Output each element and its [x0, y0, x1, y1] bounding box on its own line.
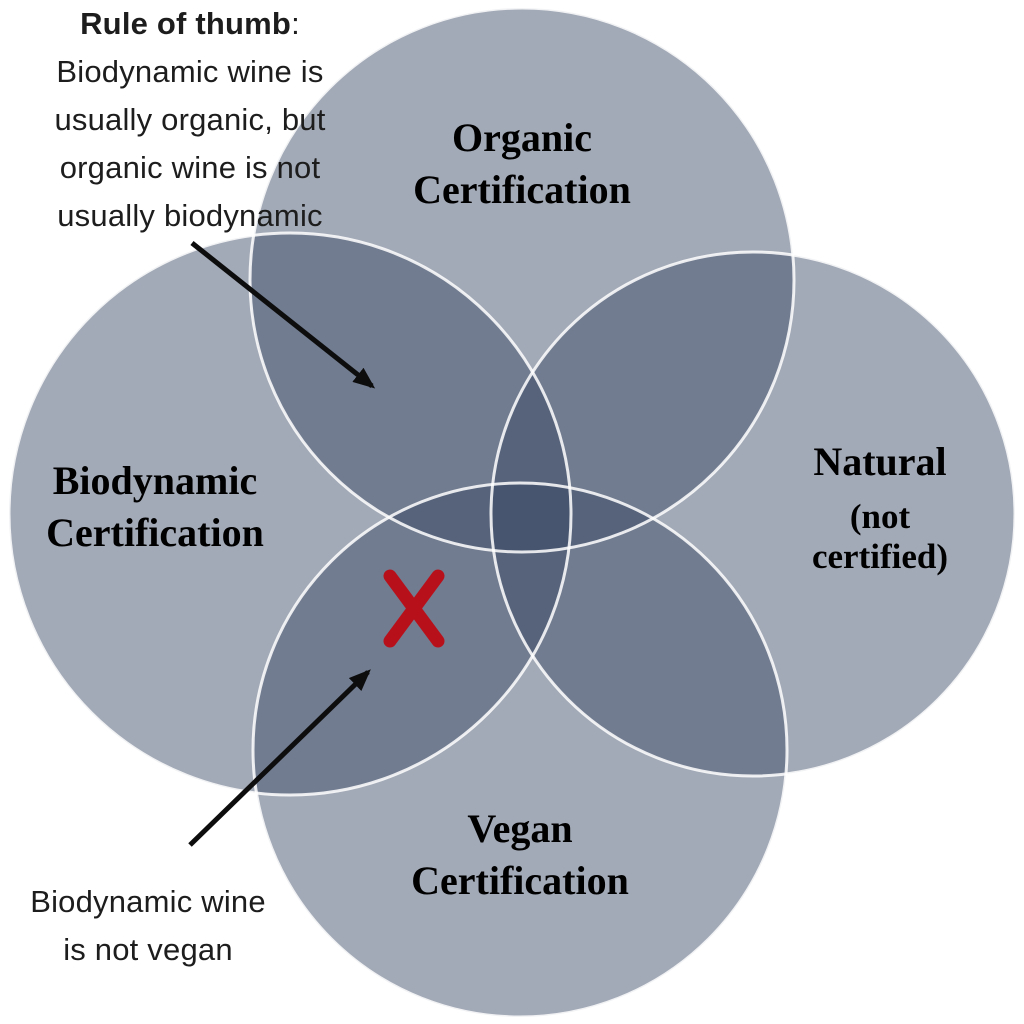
rule-of-thumb-colon: : — [291, 6, 300, 41]
rule-annotation-line: usually organic, but — [54, 102, 326, 137]
natural-label-line: Natural — [813, 439, 947, 484]
organic-circle-outline — [248, 6, 796, 554]
biodynamic-label-line: Certification — [46, 510, 264, 555]
biodynamic-label-line: Biodynamic — [52, 458, 258, 503]
natural-circle-outline — [489, 250, 1017, 778]
not-vegan-annotation: Biodynamic wine is not vegan — [0, 878, 296, 974]
circle-outlines — [7, 6, 1017, 1019]
vegan-label-line: Vegan — [467, 806, 573, 851]
vegan-certification-label: Vegan Certification — [370, 803, 670, 907]
x-mark — [383, 569, 445, 648]
natural-label-line: certified) — [811, 537, 949, 576]
rule-annotation-line: usually biodynamic — [57, 198, 323, 233]
vegan-circle — [253, 483, 787, 1017]
rule-of-thumb-title: Rule of thumb: — [12, 0, 368, 48]
circle-fills — [9, 8, 1015, 1017]
organic-certification-label: Organic Certification — [372, 112, 672, 216]
rule-annotation-line: organic wine is not — [59, 150, 321, 185]
not-vegan-annotation-line: is not vegan — [63, 932, 233, 967]
rule-annotation-line: Biodynamic wine is — [56, 54, 324, 89]
natural-circle — [491, 252, 1015, 776]
not-vegan-annotation-line: Biodynamic wine — [30, 884, 266, 919]
annotation-arrows — [188, 241, 376, 847]
not-vegan-arrow — [188, 669, 371, 847]
rule-of-thumb-title-text: Rule of thumb — [80, 6, 292, 41]
organic-circle — [250, 8, 794, 552]
rule-of-thumb-annotation: Rule of thumb: Biodynamic wine is usuall… — [12, 0, 368, 240]
natural-label-line: (not — [849, 497, 911, 536]
biodynamic-circle-outline — [7, 231, 573, 797]
vegan-label-line: Certification — [411, 858, 629, 903]
natural-not-certified-label: Natural (not certified) — [770, 436, 990, 577]
vegan-circle-outline — [251, 481, 789, 1019]
biodynamic-circle — [9, 233, 571, 795]
organic-label-line: Organic — [452, 115, 592, 160]
biodynamic-certification-label: Biodynamic Certification — [5, 455, 305, 559]
rule-of-thumb-arrow — [190, 241, 376, 389]
x-mark-stroke-2 — [383, 569, 445, 648]
organic-label-line: Certification — [413, 167, 631, 212]
